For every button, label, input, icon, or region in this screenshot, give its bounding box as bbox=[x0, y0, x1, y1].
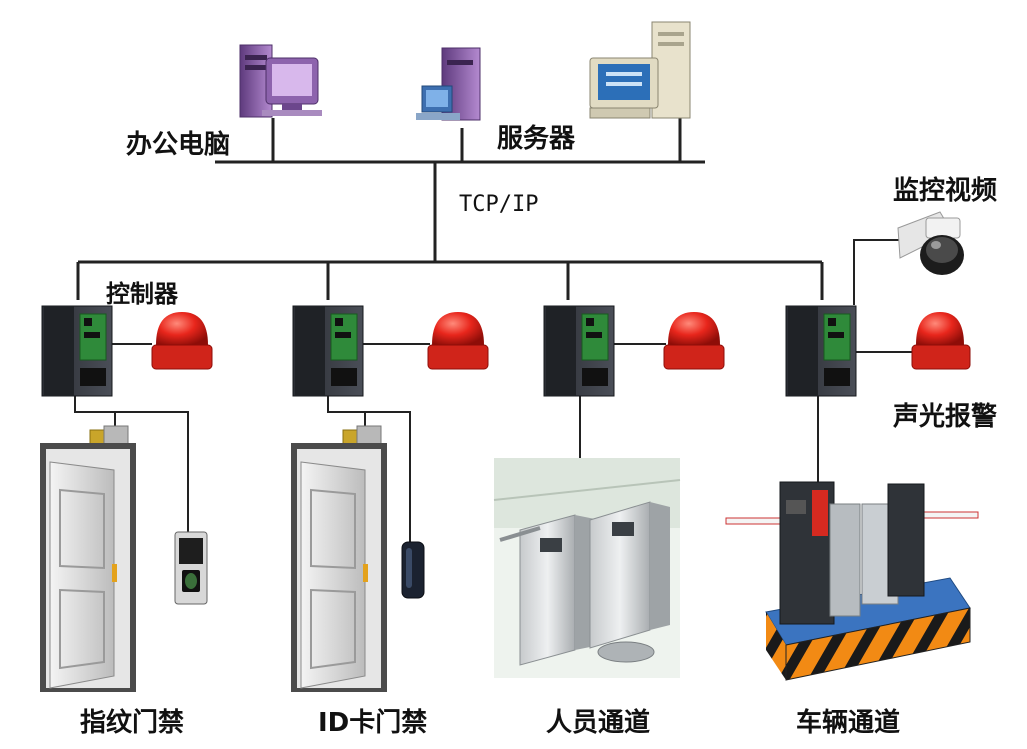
dome-camera-icon bbox=[897, 211, 964, 275]
alarm-light-icon-3 bbox=[663, 312, 725, 370]
alarm-light-icon-1 bbox=[151, 312, 213, 370]
alarm-light-icon-2 bbox=[427, 312, 489, 370]
server-icon bbox=[589, 21, 691, 119]
label-controller: 控制器 bbox=[106, 280, 178, 308]
alarm-light-icon-4 bbox=[911, 312, 971, 370]
label-vehicle-gate: 车辆通道 bbox=[796, 708, 901, 738]
workstation-icon bbox=[416, 47, 481, 121]
label-server: 服务器 bbox=[497, 124, 576, 154]
controller-box-3 bbox=[543, 305, 615, 397]
door-icon-1 bbox=[40, 425, 136, 692]
controller-box-2 bbox=[292, 305, 364, 397]
label-pedestrian-gate: 人员通道 bbox=[546, 708, 651, 738]
card-reader-icon bbox=[401, 541, 425, 599]
controller-box-1 bbox=[41, 305, 113, 397]
door-icon-2 bbox=[291, 425, 387, 692]
label-protocol: TCP/IP bbox=[459, 192, 539, 217]
office-computer-icon bbox=[239, 44, 322, 118]
label-id-card-access: ID卡门禁 bbox=[318, 708, 428, 738]
fingerprint-reader-icon bbox=[174, 531, 208, 605]
label-alarm: 声光报警 bbox=[893, 402, 998, 432]
barrier-gate-icon bbox=[725, 481, 979, 681]
label-office-pc: 办公电脑 bbox=[126, 130, 231, 160]
label-fingerprint-access: 指纹门禁 bbox=[80, 708, 185, 738]
network-lines bbox=[74, 118, 912, 545]
controller-box-4 bbox=[785, 305, 857, 397]
label-surveillance: 监控视频 bbox=[893, 176, 998, 206]
turnstile-icon bbox=[493, 458, 681, 678]
